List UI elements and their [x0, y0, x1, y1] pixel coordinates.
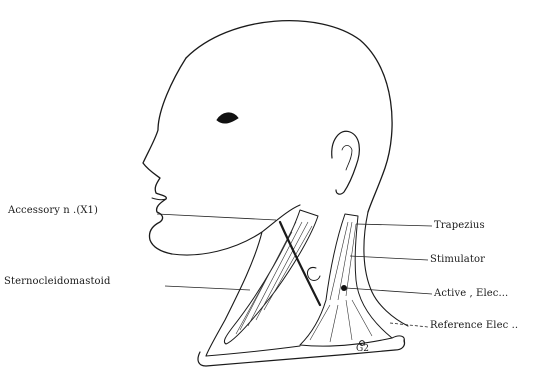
ear [332, 131, 360, 194]
trapezius-leader [356, 224, 432, 226]
label-trapezius: Trapezius [434, 220, 485, 231]
label-stimulator: Stimulator [430, 254, 485, 265]
label-accessory-nerve: Accessory n .(X1) [8, 205, 98, 216]
trapezius-fibers [310, 222, 372, 342]
label-sternocleidomastoid: Sternocleidomastoid [4, 276, 110, 287]
label-g2: G2 [356, 344, 369, 354]
neck-back [364, 212, 408, 326]
eye [217, 113, 238, 123]
face-profile [143, 58, 186, 254]
reference-electrode-leader [390, 323, 428, 327]
jaw-line [172, 205, 300, 255]
sternocleidomastoid-leader [165, 286, 250, 290]
scm-fibers [236, 222, 312, 334]
stimulator-probe [307, 267, 320, 280]
accessory-leader [157, 214, 276, 220]
shoulder-top [206, 346, 300, 356]
head-outline [186, 21, 392, 212]
label-reference-electrode: Reference Elec .. [430, 320, 518, 331]
mouth [152, 198, 166, 200]
stimulator-leader [350, 256, 428, 260]
neck-front [206, 232, 262, 356]
ear-inner [342, 146, 352, 171]
label-active-electrode: Active , Elec... [434, 288, 508, 299]
shoulder-edge [392, 336, 404, 342]
